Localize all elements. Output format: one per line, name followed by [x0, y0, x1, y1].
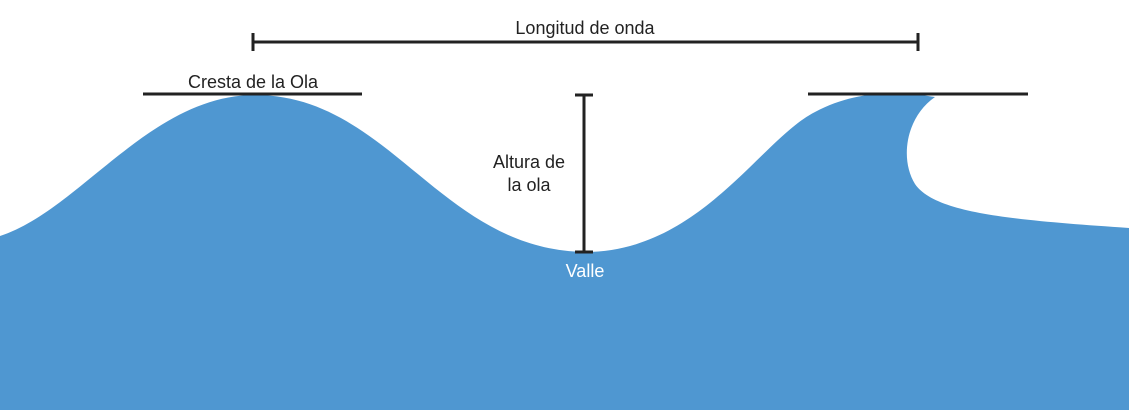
wave-height-bracket	[575, 93, 593, 254]
wavelength-bracket	[251, 33, 920, 51]
water-body	[0, 93, 1129, 410]
crest-label: Cresta de la Ola	[188, 72, 319, 92]
wave-height-label-line1: Altura de	[493, 152, 565, 172]
wavelength-label: Longitud de onda	[515, 18, 655, 38]
wave-height-label-line2: la ola	[507, 175, 551, 195]
trough-label: Valle	[566, 261, 605, 281]
